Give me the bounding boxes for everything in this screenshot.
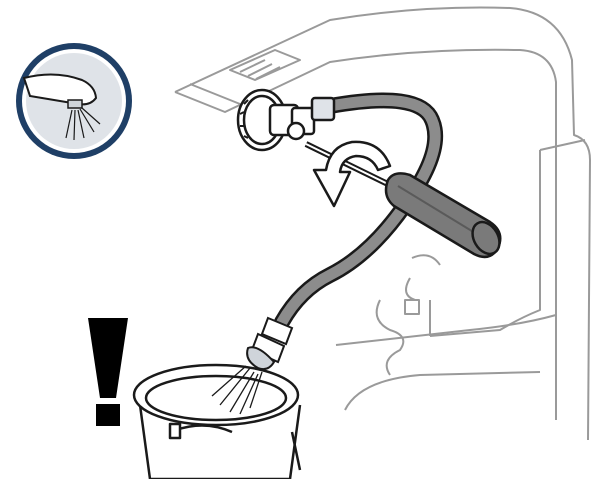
drain-valve [238,90,334,150]
bucket [134,365,300,479]
warning-exclamation-icon [88,318,128,426]
spray-nozzle-icon [16,43,132,159]
hose-nozzle [247,318,292,369]
